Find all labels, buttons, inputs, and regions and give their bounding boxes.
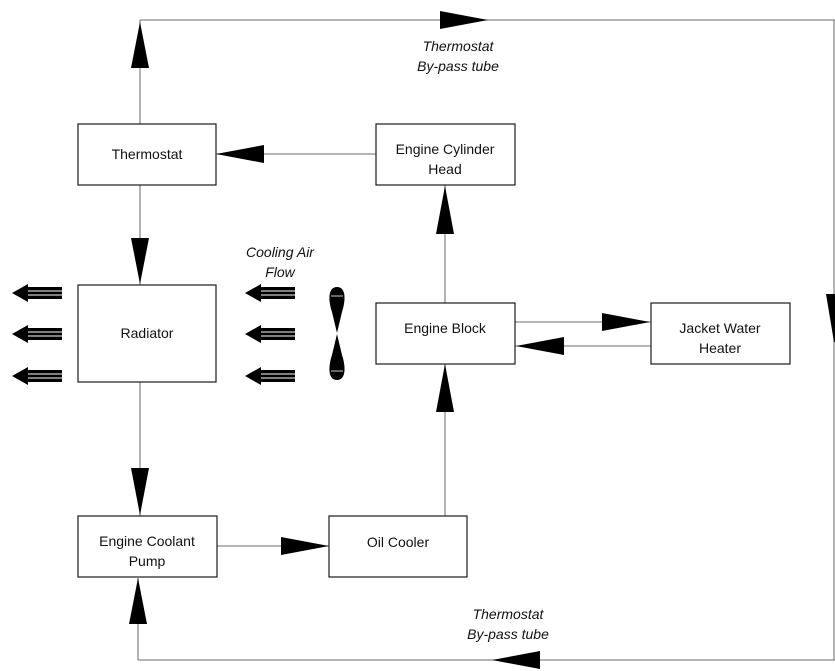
bypass-top-line2: By-pass tube (417, 58, 499, 74)
engine-block-label: Engine Block (404, 320, 487, 336)
bypass-bottom-line2: By-pass tube (467, 626, 549, 642)
air-arrow-mid-3 (244, 366, 296, 386)
jacket-heater-label-line2: Heater (699, 340, 741, 356)
oil-cooler-label: Oil Cooler (367, 534, 430, 550)
flow-arrows (129, 11, 835, 669)
thermostat-label: Thermostat (112, 146, 183, 162)
cylinder-head-box: Engine Cylinder Head (375, 123, 516, 186)
arrow-down-into-radiator (131, 238, 149, 284)
cylinder-head-label-line1: Engine Cylinder (396, 141, 495, 157)
arrow-right-into-oilcooler (281, 537, 329, 555)
thermostat-box: Thermostat (77, 123, 217, 186)
cooling-air-note: Cooling Air Flow (246, 244, 315, 280)
air-arrow-mid-1 (244, 283, 296, 303)
bypass-bottom-line1: Thermostat (473, 606, 545, 622)
engine-block-box: Engine Block (375, 302, 516, 365)
oil-cooler-box: Oil Cooler (328, 515, 468, 578)
arrow-left-into-thermostat (216, 145, 264, 163)
coolant-pump-box: Engine Coolant Pump (77, 515, 218, 578)
arrow-up-into-pump (129, 578, 147, 624)
air-arrow-left-1 (11, 283, 63, 303)
arrow-right-into-heater (602, 313, 650, 331)
jacket-heater-box: Jacket Water Heater (650, 302, 791, 365)
cooling-air-line2: Flow (265, 264, 295, 280)
air-arrow-left-2 (11, 324, 63, 344)
radiator-label: Radiator (121, 325, 174, 341)
air-arrow-mid-2 (244, 324, 296, 344)
cooling-air-line1: Cooling Air (246, 244, 315, 260)
arrow-left-into-block (516, 337, 564, 355)
arrow-up-into-block (436, 364, 454, 412)
arrow-left-bypass-bottom (492, 651, 540, 669)
cylinder-head-label-line2: Head (428, 161, 461, 177)
arrow-up-thermostat-out (131, 22, 149, 68)
bypass-bottom-note: Thermostat By-pass tube (467, 606, 549, 642)
arrow-down-bypass-right (826, 294, 835, 342)
arrow-up-into-head (436, 186, 454, 234)
coolant-pump-label-line1: Engine Coolant (99, 533, 195, 549)
coolant-pump-label-line2: Pump (129, 553, 166, 569)
arrow-right-bypass-top (440, 11, 488, 29)
air-arrow-left-3 (11, 366, 63, 386)
fan-icon (329, 287, 345, 380)
bypass-top-line1: Thermostat (423, 38, 495, 54)
jacket-heater-label-line1: Jacket Water (679, 320, 761, 336)
bypass-top-note: Thermostat By-pass tube (417, 38, 499, 74)
arrow-down-into-pump (131, 468, 149, 515)
radiator-box: Radiator (77, 284, 217, 383)
